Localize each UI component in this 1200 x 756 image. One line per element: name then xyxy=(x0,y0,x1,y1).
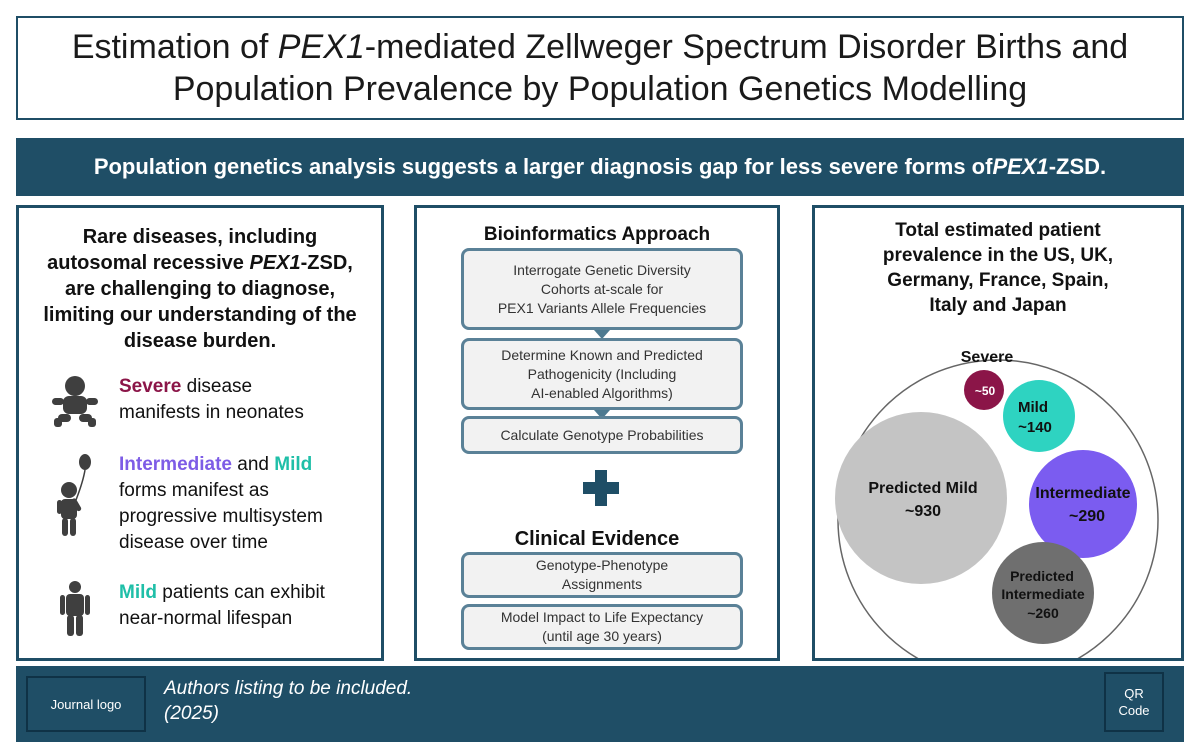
predicted-mild-value: ~930 xyxy=(905,503,941,520)
mild-label: Mild xyxy=(119,582,157,603)
intermediate-value: ~290 xyxy=(1069,508,1105,525)
clinical-title: Clinical Evidence xyxy=(514,528,680,550)
qr-line: QR xyxy=(1124,686,1144,701)
intermediate-line-4: disease over time xyxy=(119,532,268,553)
step-life-expectancy: Model Impact to Life Expectancy (until a… xyxy=(461,604,743,650)
severe-bubble-label: Severe xyxy=(961,349,1014,366)
severe-label: Severe xyxy=(119,376,182,397)
step-line: AI-enabled Algorithms) xyxy=(531,384,673,401)
title-line-1: Estimation of PEX1-mediated Zellweger Sp… xyxy=(72,26,1128,68)
heading-line: autosomal recessive PEX1-ZSD, xyxy=(29,250,371,276)
severe-bubble xyxy=(964,370,1004,410)
qr-line: Code xyxy=(1118,703,1150,718)
baby-icon xyxy=(49,374,101,430)
bubble-chart: Predicted Mild ~930 Severe ~50 Mild ~140… xyxy=(835,349,1159,658)
severe-value: ~50 xyxy=(975,384,996,398)
mild-line: Mild patients can exhibit xyxy=(119,580,369,606)
mild-item: Mild patients can exhibit near-normal li… xyxy=(49,580,369,636)
step-line: Pathogenicity (Including xyxy=(527,365,677,382)
heading-line: Germany, France, Spain, xyxy=(887,270,1109,291)
predicted-intermediate-label-1: Predicted xyxy=(1010,568,1074,584)
intermediate-line: Intermediate and Mild xyxy=(119,452,369,478)
title-box: Estimation of PEX1-mediated Zellweger Sp… xyxy=(16,16,1184,120)
intermediate-line-3: progressive multisystem xyxy=(119,506,323,527)
year-line: (2025) xyxy=(164,703,219,724)
banner-gene: PEX1 xyxy=(992,154,1049,179)
severe-line: Severe disease xyxy=(119,374,369,400)
methods-panel: Bioinformatics Approach Interrogate Gene… xyxy=(414,205,780,661)
mild-text: Mild patients can exhibit near-normal li… xyxy=(119,580,369,632)
predicted-mild-bubble xyxy=(835,412,1007,584)
prevalence-panel: Total estimated patient prevalence in th… xyxy=(812,205,1184,661)
step-line: (until age 30 years) xyxy=(542,628,662,644)
intermediate-mild-item: Intermediate and Mild forms manifest as … xyxy=(49,452,369,556)
heading-line: limiting our understanding of the xyxy=(43,304,357,326)
title-gene: PEX1 xyxy=(277,28,365,66)
heading-part: autosomal recessive xyxy=(47,252,250,274)
heading-part: -ZSD, xyxy=(300,252,353,274)
prevalence-heading: Total estimated patient prevalence in th… xyxy=(825,218,1171,318)
step-line: Genotype-Phenotype xyxy=(535,557,669,573)
step-line: Model Impact to Life Expectancy xyxy=(500,609,704,625)
key-message-banner: Population genetics analysis suggests a … xyxy=(16,138,1184,196)
banner-text-rest: -ZSD. xyxy=(1048,154,1107,179)
mild-rest: patients can exhibit xyxy=(157,582,325,603)
intermediate-mild-text: Intermediate and Mild forms manifest as … xyxy=(119,452,369,556)
mild-bubble xyxy=(1003,380,1075,452)
footer-bar: Journal logo Authors listing to be inclu… xyxy=(16,666,1184,742)
disease-panel: Rare diseases, including autosomal reces… xyxy=(16,205,384,661)
step-line: Assignments xyxy=(561,576,643,592)
step-pathogenicity: Determine Known and Predicted Pathogenic… xyxy=(461,338,743,410)
step-line: Interrogate Genetic Diversity xyxy=(513,261,691,278)
severe-text: Severe disease manifests in neonates xyxy=(119,374,369,426)
step-line: Determine Known and Predicted xyxy=(501,346,703,363)
mild-bubble-label: Mild xyxy=(1018,399,1048,416)
intermediate-label: Intermediate xyxy=(119,454,232,475)
journal-logo: Journal logo xyxy=(26,676,146,732)
severe-item: Severe disease manifests in neonates xyxy=(49,374,369,430)
step-genotype-phenotype: Genotype-Phenotype Assignments xyxy=(461,552,743,598)
arrow-down-icon xyxy=(594,410,610,419)
authors-line: Authors listing to be included. xyxy=(164,678,413,699)
step-genotype-probabilities: Calculate Genotype Probabilities xyxy=(461,416,743,454)
title-text-rest: -mediated Zellweger Spectrum Disorder Bi… xyxy=(364,28,1129,66)
disease-heading: Rare diseases, including autosomal reces… xyxy=(29,224,371,354)
authors-block: Authors listing to be included. (2025) xyxy=(164,676,412,726)
intermediate-bubble xyxy=(1029,450,1137,558)
predicted-mild-label: Predicted Mild xyxy=(868,480,977,497)
adult-icon xyxy=(49,580,101,636)
heading-line: Italy and Japan xyxy=(929,295,1067,316)
arrow-down-icon xyxy=(594,330,610,339)
child-balloon-icon xyxy=(49,452,101,540)
severe-rest: disease xyxy=(181,376,253,397)
intermediate-bubble-label: Intermediate xyxy=(1035,485,1130,502)
predicted-intermediate-bubble xyxy=(992,542,1094,644)
mild-line-2: near-normal lifespan xyxy=(119,608,293,629)
severe-line-2: manifests in neonates xyxy=(119,402,304,423)
step-line: PEX1 Variants Allele Frequencies xyxy=(497,299,707,316)
title-line-2: Population Prevalence by Population Gene… xyxy=(172,70,1028,108)
step-line: Calculate Genotype Probabilities xyxy=(500,426,704,443)
qr-code-placeholder[interactable]: QR Code xyxy=(1104,672,1164,732)
heading-line: prevalence in the US, UK, xyxy=(882,245,1114,266)
mild-label: Mild xyxy=(274,454,313,475)
and-text: and xyxy=(231,454,275,475)
step-interrogate: Interrogate Genetic Diversity Cohorts at… xyxy=(461,248,743,330)
banner-text: Population genetics analysis suggests a … xyxy=(93,154,993,179)
heading-line: disease burden. xyxy=(123,330,277,352)
heading-gene: PEX1 xyxy=(249,252,301,274)
heading-line: are challenging to diagnose, xyxy=(64,278,336,300)
heading-line: Total estimated patient xyxy=(895,220,1101,241)
title-text: Estimation of xyxy=(71,28,278,66)
intermediate-line-2: forms manifest as xyxy=(119,480,269,501)
plus-icon xyxy=(583,470,619,506)
predicted-intermediate-label-2: Intermediate xyxy=(1001,586,1084,602)
predicted-intermediate-value: ~260 xyxy=(1027,605,1059,621)
step-line: Cohorts at-scale for xyxy=(540,280,664,297)
heading-line: Rare diseases, including xyxy=(82,226,318,248)
mild-value: ~140 xyxy=(1018,419,1052,436)
bioinformatics-title: Bioinformatics Approach xyxy=(483,224,711,245)
